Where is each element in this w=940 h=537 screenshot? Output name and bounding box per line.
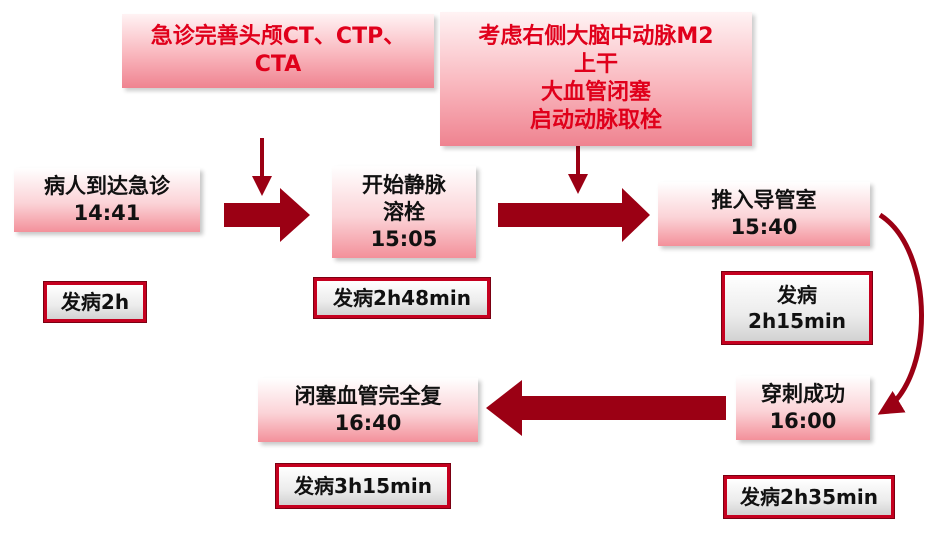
onset-tag-cath-lab-line-1: 发病 xyxy=(777,283,817,307)
decision-note-line-4: 启动动脉取栓 xyxy=(529,108,662,133)
onset-tag-puncture-text: 发病2h35min xyxy=(740,485,878,509)
imaging-note-line-1: 急诊完善头颅CT、CTP、 xyxy=(150,24,406,49)
step-thrombolysis: 开始静脉 溶栓 15:05 xyxy=(332,166,476,258)
step-arrival: 病人到达急诊 14:41 xyxy=(14,168,200,232)
arrow-puncture-to-recanalization xyxy=(486,380,726,436)
imaging-note: 急诊完善头颅CT、CTP、 CTA xyxy=(122,14,434,88)
step-thrombolysis-time: 15:05 xyxy=(370,226,438,251)
step-cath-lab: 推入导管室 15:40 xyxy=(658,182,870,246)
step-cath-lab-time: 15:40 xyxy=(730,215,798,239)
arrow-arrival-to-thrombolysis xyxy=(224,188,310,242)
step-recanalization-label: 闭塞血管完全复 xyxy=(294,384,442,408)
onset-tag-cath-lab: 发病 2h15min xyxy=(721,271,873,345)
step-cath-lab-label: 推入导管室 xyxy=(711,188,817,212)
onset-tag-cath-lab-line-2: 2h15min xyxy=(748,309,846,333)
onset-tag-recanalization-text: 发病3h15min xyxy=(294,474,432,498)
step-puncture-time: 16:00 xyxy=(769,409,837,433)
step-arrival-time: 14:41 xyxy=(73,201,141,225)
arrow-thrombolysis-to-cathlab xyxy=(498,188,650,242)
step-puncture: 穿刺成功 16:00 xyxy=(736,376,870,440)
decision-note-line-1: 考虑右侧大脑中动脉M2 xyxy=(478,24,714,49)
decision-note-line-3: 大血管闭塞 xyxy=(540,80,651,105)
onset-tag-thrombolysis: 发病2h48min xyxy=(313,277,491,319)
imaging-note-line-2: CTA xyxy=(254,52,302,77)
onset-tag-thrombolysis-text: 发病2h48min xyxy=(333,286,471,310)
step-thrombolysis-label-1: 开始静脉 xyxy=(362,172,446,197)
decision-note: 考虑右侧大脑中动脉M2 上干 大血管闭塞 启动动脉取栓 xyxy=(440,12,752,146)
onset-tag-puncture: 发病2h35min xyxy=(723,475,895,519)
step-recanalization-time: 16:40 xyxy=(334,411,402,435)
onset-tag-arrival: 发病2h xyxy=(43,281,147,323)
step-thrombolysis-label-2: 溶栓 xyxy=(383,199,425,224)
step-arrival-label: 病人到达急诊 xyxy=(44,174,170,198)
onset-tag-recanalization: 发病3h15min xyxy=(275,463,451,509)
onset-tag-arrival-text: 发病2h xyxy=(60,290,130,314)
step-recanalization: 闭塞血管完全复 16:40 xyxy=(258,378,478,442)
arrow-cathlab-to-puncture xyxy=(877,212,924,415)
decision-note-line-2: 上干 xyxy=(573,52,618,77)
step-puncture-label: 穿刺成功 xyxy=(761,382,845,406)
